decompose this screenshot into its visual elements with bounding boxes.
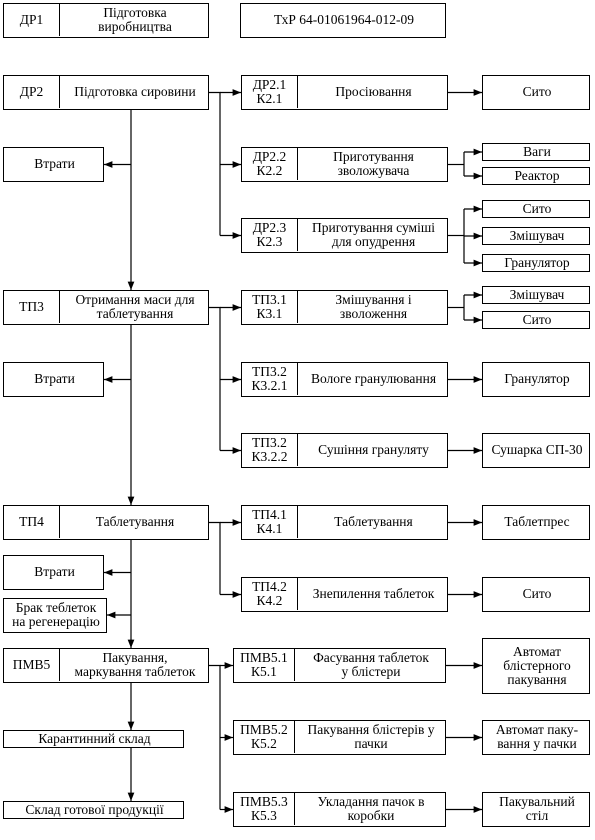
losses-box: Втрати [3, 147, 104, 182]
stage-code: ТП4 [19, 514, 44, 530]
step-code: ДР2.1 К2.1 [252, 77, 287, 107]
stage-box: ТП4 Таблетування [3, 505, 209, 540]
equipment-label: Сито [522, 200, 552, 216]
step-box: ТП4.2 К4.2 Знепилення таблеток [241, 577, 448, 612]
step-box: ТП3.2 К3.2.2 Сушіння грануляту [241, 433, 448, 468]
step-box: ТП3.2 К3.2.1 Вологе гранулювання [241, 362, 448, 397]
equipment-box: Пакувальний стіл [482, 792, 590, 827]
stage-code: ТП3 [19, 299, 44, 315]
stage-code: ПМВ5 [12, 657, 51, 673]
step-title: Сушіння грануляту [297, 434, 449, 467]
step-box: ДР2.3 К2.3 Приготування суміші для опудре… [241, 218, 448, 253]
step-box: ДР2.1 К2.1 Просіювання [241, 75, 448, 110]
step-title: Фасування таблеток у блістери [294, 649, 447, 682]
equipment-label: Гранулятор [504, 254, 570, 270]
stage-title: Таблетування [59, 506, 210, 539]
stage-title: Пакування, маркування таблеток [59, 649, 210, 682]
equipment-box: Сушарка СП-30 [482, 433, 590, 468]
stage-box: ТП3 Отримання маси для таблетування [3, 290, 209, 325]
equipment-box: Реактор [482, 167, 590, 185]
step-code: ТП3.1 К3.1 [252, 292, 287, 322]
step-code: ТП3.2 К3.2.2 [251, 435, 288, 465]
equipment-box: Таблетпрес [482, 505, 590, 540]
step-title: Приготування зволожувача [297, 148, 449, 181]
step-title: Просіювання [297, 76, 449, 109]
header-stage-box: ДР1 Підготовка виробництва [3, 3, 209, 38]
reject-box: Брак теблеток на регенерацію [3, 598, 107, 633]
stage-to-step-bus [209, 521, 221, 595]
equipment-label: Сушарка СП-30 [491, 442, 583, 458]
equipment-label: Таблетпрес [504, 514, 570, 530]
equipment-box: Змішувач [482, 286, 590, 304]
step-box: ТП3.1 К3.1 Змішування і зволоження [241, 290, 448, 325]
stage-to-step-bus [209, 306, 221, 451]
stage-box: ДР2 Підготовка сировини [3, 75, 209, 110]
equipment-box: Гранулятор [482, 254, 590, 272]
losses-box: Втрати [3, 555, 104, 590]
step-title: Таблетування [297, 506, 449, 539]
equipment-label: Сито [522, 84, 552, 100]
step-code: ТП3.2 К3.2.1 [251, 364, 288, 394]
reject-label: Брак теблеток на регенерацію [12, 600, 100, 630]
equipment-box: Змішувач [482, 227, 590, 245]
equipment-box: Автомат блістерного пакування [482, 638, 590, 694]
quarantine-label: Карантинний склад [38, 730, 151, 746]
step-title: Змішування і зволоження [297, 291, 449, 324]
step-code: ДР2.3 К2.3 [252, 220, 287, 250]
step-title: Приготування суміші для опудрення [297, 219, 449, 252]
equipment-box: Гранулятор [482, 362, 590, 397]
step-title: Знепилення таблеток [297, 578, 449, 611]
stage-to-step-bus [209, 91, 221, 236]
document-code: ТхР 64-01061964-012-09 [274, 12, 414, 28]
equipment-label: Змішувач [509, 286, 565, 302]
document-code-box: ТхР 64-01061964-012-09 [240, 3, 446, 38]
stage-code: ДР2 [19, 84, 44, 100]
losses-label: Втрати [34, 371, 75, 387]
stage-title: Підготовка сировини [59, 76, 210, 109]
equipment-label: Сито [522, 311, 552, 327]
step-code: ТП4.2 К4.2 [252, 579, 287, 609]
step-box: ДР2.2 К2.2 Приготування зволожувача [241, 147, 448, 182]
step-code: ПМВ5.3 К5.3 [240, 794, 288, 824]
equipment-box: Сито [482, 311, 590, 329]
equipment-label: Пакувальний стіл [499, 794, 575, 824]
step-code: ПМВ5.1 К5.1 [240, 650, 288, 680]
equipment-label: Гранулятор [504, 371, 570, 387]
equipment-label: Ваги [523, 143, 551, 159]
stage-to-step-bus [209, 664, 221, 810]
equipment-box: Сито [482, 200, 590, 218]
equipment-label: Реактор [514, 167, 560, 183]
warehouse-label: Склад готової продукції [25, 801, 164, 817]
equipment-box: Автомат паку- вання у пачки [482, 720, 590, 755]
losses-box: Втрати [3, 362, 104, 397]
quarantine-box: Карантинний склад [3, 730, 184, 748]
header-title: Підготовка виробництва [59, 4, 210, 37]
step-code: ПМВ5.2 К5.2 [240, 722, 288, 752]
losses-label: Втрати [34, 156, 75, 172]
warehouse-box: Склад готової продукції [3, 801, 184, 819]
step-code: ТП4.1 К4.1 [252, 507, 287, 537]
equipment-label: Змішувач [509, 227, 565, 243]
step-code: ДР2.2 К2.2 [252, 149, 287, 179]
header-code: ДР1 [19, 12, 44, 28]
step-box: ТП4.1 К4.1 Таблетування [241, 505, 448, 540]
equipment-label: Сито [522, 586, 552, 602]
step-title: Пакування блістерів у пачки [294, 721, 447, 754]
equipment-box: Сито [482, 577, 590, 612]
step-title: Укладання пачок в коробки [294, 793, 447, 826]
equipment-label: Автомат паку- вання у пачки [495, 722, 579, 752]
equipment-box: Сито [482, 75, 590, 110]
stage-title: Отримання маси для таблетування [59, 291, 210, 324]
equipment-box: Ваги [482, 143, 590, 161]
step-title: Вологе гранулювання [297, 363, 449, 396]
stage-box: ПМВ5 Пакування, маркування таблеток [3, 648, 209, 683]
losses-label: Втрати [34, 564, 75, 580]
equipment-label: Автомат блістерного пакування [503, 643, 571, 687]
